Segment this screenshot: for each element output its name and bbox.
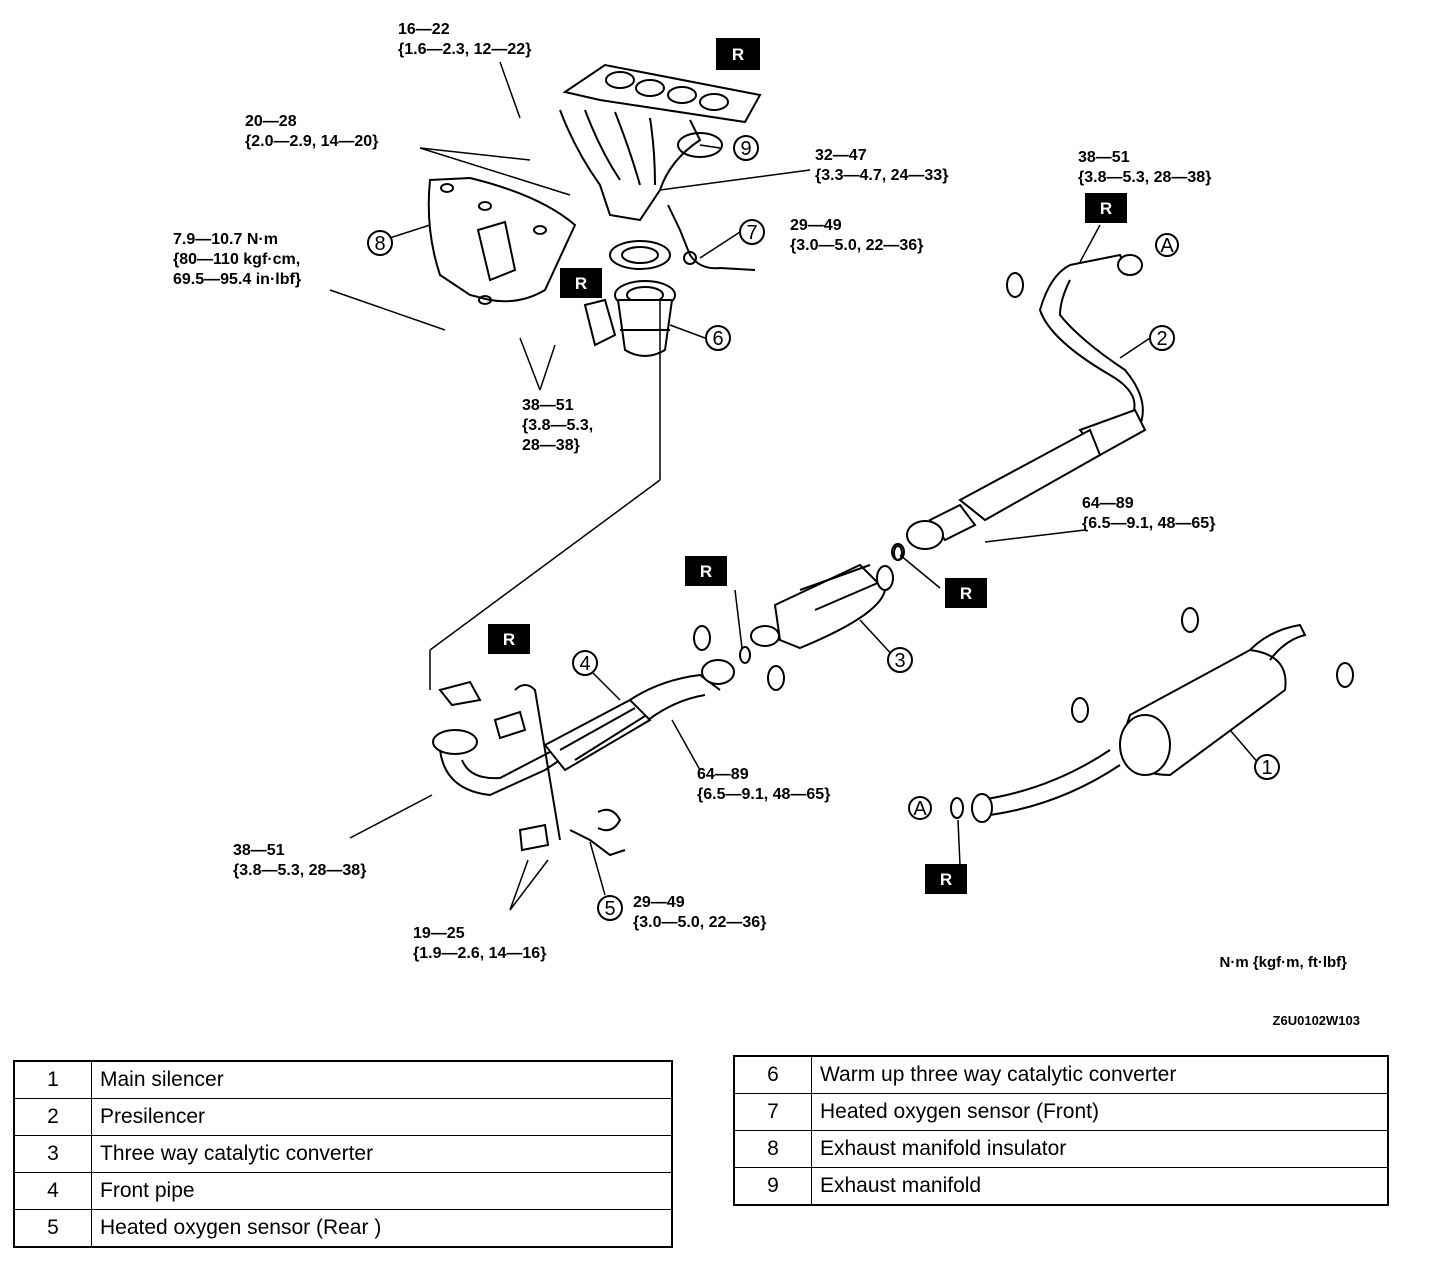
svg-text:A: A (913, 798, 927, 820)
part-callouts: 1 2 3 4 5 6 7 8 9 (367, 135, 1280, 921)
torque-spec-20-28: 20—28{2.0—2.9, 14—20} (245, 113, 378, 150)
replace-badge: R (685, 556, 727, 586)
legend-name: Presilencer (91, 1098, 673, 1136)
torque-spec-38-51-bottom: 38—51{3.8—5.3, 28—38} (233, 842, 366, 879)
torque-spec-16-22: 16—22{1.6—2.3, 12—22} (398, 21, 531, 58)
presilencer-drawing (906, 253, 1147, 550)
replace-badge: R (925, 864, 967, 894)
callout-8: 8 (367, 230, 393, 256)
svg-text:3: 3 (894, 650, 905, 672)
figure-code: Z6U0102W103 (1273, 1013, 1360, 1028)
legend-num: 1 (13, 1060, 92, 1099)
svg-text:R: R (700, 562, 712, 581)
svg-text:7: 7 (746, 222, 757, 244)
svg-text:5: 5 (604, 898, 615, 920)
legend-name: Three way catalytic converter (91, 1135, 673, 1173)
svg-text:A: A (1160, 235, 1174, 257)
legend-name: Exhaust manifold (811, 1167, 1389, 1206)
replace-badge: R (1085, 193, 1127, 223)
replace-badge: R (716, 38, 760, 70)
legend-name: Front pipe (91, 1172, 673, 1210)
svg-text:R: R (575, 274, 587, 293)
svg-text:9: 9 (740, 138, 751, 160)
replace-badges: R R R R R R R (488, 38, 1127, 894)
svg-text:R: R (960, 584, 972, 603)
legend-num: 8 (733, 1130, 812, 1168)
legend-num: 2 (13, 1098, 92, 1136)
callout-6: 6 (705, 325, 731, 351)
svg-text:2: 2 (1156, 328, 1167, 350)
svg-text:6: 6 (712, 328, 723, 350)
three-way-catalytic-converter-drawing (750, 543, 905, 650)
svg-text:4: 4 (579, 653, 590, 675)
svg-text:1: 1 (1261, 757, 1272, 779)
legend-name: Main silencer (91, 1060, 673, 1099)
callout-9: 9 (733, 135, 759, 161)
legend-name: Heated oxygen sensor (Front) (811, 1093, 1389, 1131)
torque-spec-38-51-top-right: 38—51{3.8—5.3, 28—38} (1078, 149, 1211, 186)
callout-3: 3 (887, 647, 913, 673)
legend-name: Heated oxygen sensor (Rear ) (91, 1209, 673, 1248)
legend-num: 5 (13, 1209, 92, 1248)
legend-num: 4 (13, 1172, 92, 1210)
callout-5: 5 (597, 895, 623, 921)
rear-oxygen-sensor-drawing (569, 808, 626, 857)
replace-badge: R (488, 624, 530, 654)
torque-spec-29-49-top: 29—49{3.0—5.0, 22—36} (790, 217, 923, 254)
torque-spec-7-9: 7.9—10.7 N·m{80—110 kgf·cm,69.5—95.4 in·… (173, 231, 301, 288)
exhaust-system-diagram: R R R R R R R A A 1 2 3 4 5 6 7 8 9 16—2… (173, 21, 1360, 1028)
svg-text:R: R (732, 45, 744, 64)
replace-badge: R (945, 578, 987, 608)
torque-spec-38-51-mid: 38—51{3.8—5.3,28—38} (522, 397, 593, 454)
legend-num: 7 (733, 1093, 812, 1131)
torque-spec-64-89-center: 64—89{6.5—9.1, 48—65} (697, 766, 830, 803)
svg-text:R: R (503, 630, 515, 649)
manifold-insulator-drawing (427, 176, 577, 305)
torque-spec-29-49-bottom: 29—49{3.0—5.0, 22—36} (633, 894, 766, 931)
legend-num: 3 (13, 1135, 92, 1173)
connection-marker-a: A (908, 796, 932, 820)
replace-badge: R (560, 268, 602, 298)
connection-marker-a: A (1155, 233, 1179, 257)
svg-text:R: R (940, 870, 952, 889)
exhaust-manifold-drawing (559, 63, 762, 222)
main-silencer-drawing (971, 623, 1307, 823)
warm-up-catalytic-converter-drawing (583, 240, 676, 357)
svg-text:8: 8 (374, 233, 385, 255)
torque-spec-19-25: 19—25{1.9—2.6, 14—16} (413, 925, 546, 962)
callout-4: 4 (572, 650, 598, 676)
torque-units-note: N·m {kgf·m, ft·lbf} (1220, 954, 1348, 971)
legend-name: Exhaust manifold insulator (811, 1130, 1389, 1168)
legend-name: Warm up three way catalytic converter (811, 1055, 1389, 1094)
rubber-hangers-drawing (693, 272, 1354, 819)
connection-markers: A A (908, 233, 1179, 820)
callout-1: 1 (1254, 754, 1280, 780)
callout-2: 2 (1149, 325, 1175, 351)
torque-labels: 16—22{1.6—2.3, 12—22} 20—28{2.0—2.9, 14—… (173, 21, 1215, 962)
leader-lines (329, 61, 1261, 911)
front-pipe-drawing (432, 659, 735, 852)
legend-num: 9 (733, 1167, 812, 1206)
torque-spec-64-89-right: 64—89{6.5—9.1, 48—65} (1082, 495, 1215, 532)
svg-text:R: R (1100, 199, 1112, 218)
callout-7: 7 (739, 219, 765, 245)
legend-num: 6 (733, 1055, 812, 1094)
front-oxygen-sensor-drawing (667, 204, 756, 271)
torque-spec-32-47: 32—47{3.3—4.7, 24—33} (815, 147, 948, 184)
